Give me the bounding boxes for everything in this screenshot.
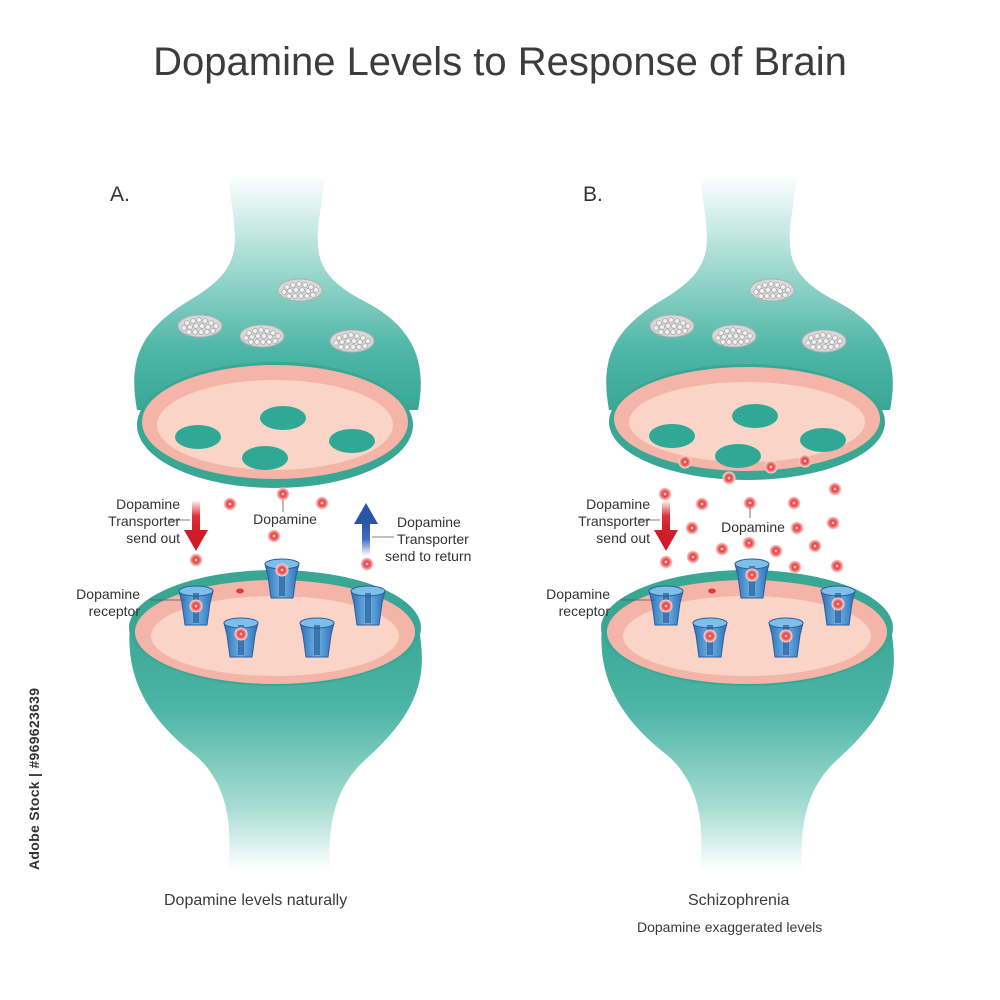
dopamine-molecules-a — [189, 487, 374, 571]
receptor-a5 — [299, 617, 335, 658]
panel-a-illustration — [129, 175, 422, 870]
vesicle-a3 — [329, 429, 375, 453]
caption-b: Schizophrenia — [688, 892, 790, 909]
receptor-a3 — [350, 585, 386, 626]
transporter-out-arrow-a — [184, 500, 208, 551]
transporter-return-arrow-a — [354, 503, 378, 556]
stock-credit: Adobe Stock | #969623639 — [26, 687, 42, 870]
panel-a-letter: A. — [110, 183, 130, 206]
vesicle-cluster-a2 — [177, 314, 223, 338]
vesicle-cluster-b1 — [749, 278, 795, 302]
vesicle-cluster-b2 — [649, 314, 695, 338]
label-receptor-a: Dopamine receptor — [76, 586, 140, 619]
vesicle-cluster-a1 — [277, 278, 323, 302]
subcaption-b: Dopamine exaggerated levels — [637, 919, 823, 935]
panel-b-illustration — [601, 175, 894, 870]
label-transporter-return-a: Dopamine Transporter send to return — [385, 514, 472, 564]
vesicle-cluster-b4 — [801, 329, 847, 353]
caption-a: Dopamine levels naturally — [164, 892, 348, 909]
postsynaptic-neuron-b — [601, 625, 894, 870]
label-dopamine-b: Dopamine — [721, 519, 785, 535]
label-transporter-out-a: Dopamine Transporter send out — [108, 496, 180, 546]
vesicle-a2 — [260, 406, 306, 430]
vesicle-cluster-b3 — [711, 324, 757, 348]
vesicle-cluster-a4 — [329, 329, 375, 353]
label-transporter-out-b: Dopamine Transporter send out — [578, 496, 650, 546]
postsynaptic-neuron-a — [129, 625, 422, 870]
panel-b-letter: B. — [583, 183, 603, 206]
vesicle-b1 — [649, 424, 695, 448]
transporter-out-arrow-b — [654, 500, 678, 551]
vesicle-a4 — [242, 446, 288, 470]
label-receptor-b: Dopamine receptor — [546, 586, 610, 619]
vesicle-a1 — [175, 425, 221, 449]
label-dopamine-a: Dopamine — [253, 511, 317, 527]
vesicle-b2 — [732, 404, 778, 428]
vesicle-b3 — [800, 428, 846, 452]
vesicle-b4 — [715, 444, 761, 468]
page-title: Dopamine Levels to Response of Brain — [153, 40, 847, 84]
vesicle-cluster-a3 — [239, 324, 285, 348]
